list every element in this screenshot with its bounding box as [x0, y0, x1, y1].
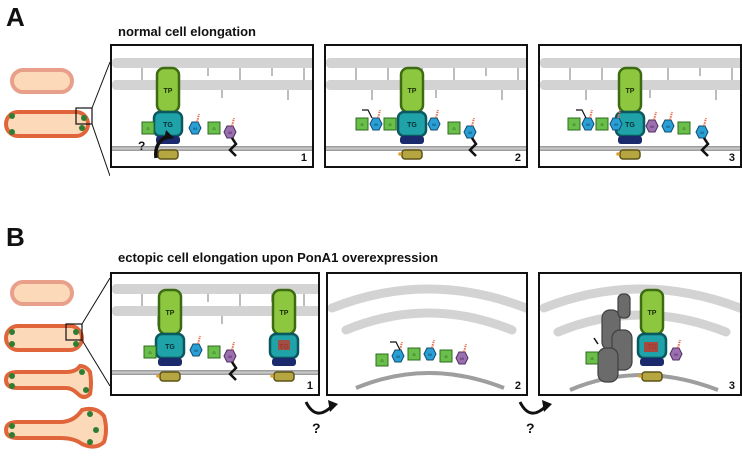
transition-arrow-2 [518, 400, 552, 415]
zoom-line [91, 61, 110, 109]
step-1-illustration: ? [112, 57, 312, 161]
bulging-cell [3, 363, 93, 399]
pbp-dot [9, 341, 15, 347]
pbp-dot [87, 439, 93, 445]
short-cell [10, 68, 74, 94]
elongating-cell [4, 324, 84, 352]
pbp-dot [73, 341, 79, 347]
pbp-dot [83, 387, 89, 393]
pbp-dot [73, 329, 79, 335]
pbp-dot [81, 115, 87, 121]
cell-schematics-b [3, 277, 110, 449]
panel-a-title: normal cell elongation [118, 24, 256, 39]
pbp-dot [79, 125, 85, 131]
short-cell [10, 280, 74, 306]
svg-text:?: ? [138, 139, 145, 153]
step-number: 2 [514, 152, 521, 164]
pbp-dot [9, 383, 15, 389]
panel-b-step-2: 2 [326, 272, 528, 396]
step-number: 3 [728, 152, 735, 164]
panel-a-letter: A [6, 2, 25, 32]
pbp-dot [87, 411, 93, 417]
panel-b-title: ectopic cell elongation upon PonA1 overe… [118, 250, 439, 265]
pbp-dot [9, 373, 15, 379]
panel-a-step-1: ? 1 [110, 44, 314, 168]
flared-cell [3, 406, 108, 449]
zoom-box [65, 323, 83, 341]
zoom-box [75, 107, 93, 125]
lipid-II [207, 117, 238, 157]
free-glycan [375, 339, 469, 367]
step-number: 1 [300, 152, 307, 164]
panel-b-step-3: 3 [538, 272, 742, 396]
step-3-illustration [540, 57, 740, 161]
pbp-dot [9, 423, 15, 429]
panel-b-letter: B [6, 222, 25, 252]
transition-arrow-1 [304, 400, 338, 415]
step-3-illustration [540, 284, 740, 392]
elongated-glycan [567, 109, 710, 157]
question-mark: ? [312, 420, 321, 436]
zoom-line [81, 339, 110, 387]
lipid-II [207, 341, 238, 381]
lipid-II [447, 117, 478, 157]
pbp-dot [9, 113, 15, 119]
step-number: 3 [728, 380, 735, 392]
pbp-dot [9, 432, 15, 438]
step-number: 1 [306, 380, 313, 392]
step-2-illustration [328, 284, 526, 390]
step-number: 2 [514, 380, 521, 392]
zoom-line [91, 123, 110, 177]
inhibitor-complex [597, 293, 633, 383]
pbp-dot [9, 329, 15, 335]
curved-pg-layers [328, 284, 526, 335]
pbp-dot [79, 369, 85, 375]
panel-a-step-2: 2 [324, 44, 528, 168]
pbp-dot [9, 129, 15, 135]
cell-schematics-a [4, 61, 110, 177]
question-mark: ? [526, 420, 535, 436]
step-1-illustration [112, 283, 318, 383]
growing-glycan [355, 109, 441, 131]
curved-membrane [355, 371, 505, 390]
zoom-line [81, 277, 110, 325]
panel-b-step-1: 1 [110, 272, 320, 396]
step-2-illustration [326, 57, 526, 161]
panel-a-step-3: 3 [538, 44, 742, 168]
pbp-dot [93, 427, 99, 433]
